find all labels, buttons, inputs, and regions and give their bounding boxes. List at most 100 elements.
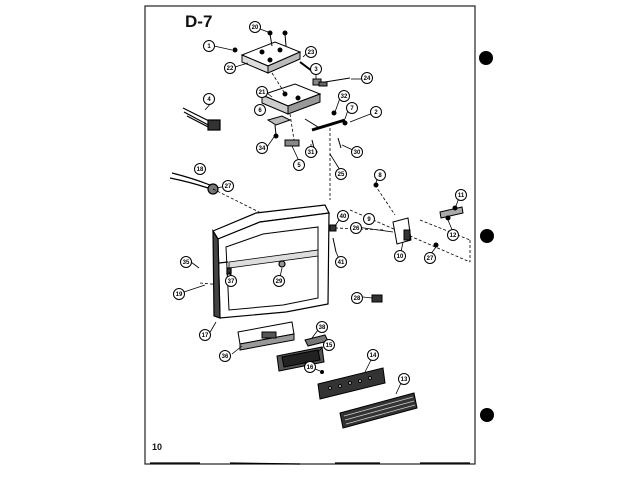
svg-text:20: 20 (252, 25, 259, 31)
svg-text:40: 40 (340, 214, 347, 220)
svg-text:14: 14 (370, 353, 377, 359)
svg-text:27: 27 (427, 256, 434, 262)
svg-text:36: 36 (222, 354, 229, 360)
svg-text:38: 38 (319, 325, 326, 331)
control-bracket (237, 321, 295, 351)
callout-24: 24 (361, 72, 373, 84)
hinge-rod (304, 77, 351, 132)
callout-12: 12 (447, 229, 459, 241)
callout-21: 21 (256, 86, 268, 98)
callout-32: 32 (338, 90, 350, 102)
callout-bubbles: 20 1 23 22 3 21 24 4 6 32 7 2 34 5 31 30… (173, 21, 467, 385)
wire-harness (182, 107, 221, 131)
callout-27-upper: 27 (222, 180, 234, 192)
svg-text:17: 17 (202, 333, 209, 339)
front-panel (317, 367, 386, 400)
svg-text:19: 19 (176, 292, 183, 298)
callout-6: 6 (254, 104, 266, 116)
svg-text:3: 3 (314, 67, 318, 73)
callout-1: 1 (203, 40, 215, 52)
svg-text:12: 12 (450, 233, 457, 239)
upper-screws (232, 30, 313, 72)
callout-23: 23 (305, 46, 317, 58)
svg-text:13: 13 (401, 377, 408, 383)
callout-14: 14 (367, 349, 379, 361)
callout-20: 20 (249, 21, 261, 33)
door-frame (212, 204, 330, 319)
svg-text:2: 2 (374, 110, 378, 116)
binder-hole-bottom (480, 408, 494, 422)
page-number: 10 (152, 442, 163, 452)
callout-8: 8 (374, 169, 386, 181)
svg-text:22: 22 (227, 66, 234, 72)
binder-hole-top (479, 51, 493, 65)
filter-screen (276, 346, 325, 372)
callout-31: 31 (305, 146, 317, 158)
page-frame (144, 5, 476, 465)
scan-edge-marks (150, 462, 470, 465)
svg-text:8: 8 (378, 173, 382, 179)
callout-2: 2 (370, 106, 382, 118)
svg-text:37: 37 (228, 279, 235, 285)
callout-27-lower: 27 (424, 252, 436, 264)
callout-22: 22 (224, 62, 236, 74)
svg-text:1: 1 (207, 44, 211, 50)
binder-hole-middle (480, 229, 494, 243)
callout-35: 35 (180, 256, 192, 268)
svg-text:16: 16 (307, 365, 314, 371)
callout-16: 16 (304, 361, 316, 373)
svg-text:26: 26 (353, 226, 360, 232)
svg-text:10: 10 (397, 254, 404, 260)
callout-40: 40 (337, 210, 349, 222)
svg-text:5: 5 (297, 163, 301, 169)
callout-11: 11 (455, 189, 467, 201)
svg-text:24: 24 (364, 76, 371, 82)
upper-hinge-bracket (240, 41, 302, 74)
callout-29: 29 (273, 275, 285, 287)
svg-text:9: 9 (367, 217, 371, 223)
svg-text:6: 6 (258, 108, 262, 114)
callout-9: 9 (363, 213, 375, 225)
callout-19: 19 (173, 288, 185, 300)
callout-38: 38 (316, 321, 328, 333)
callout-7: 7 (346, 102, 358, 114)
callout-36: 36 (219, 350, 231, 362)
svg-text:30: 30 (354, 150, 361, 156)
callout-28: 28 (351, 292, 363, 304)
callout-5: 5 (293, 159, 305, 171)
svg-text:32: 32 (341, 94, 348, 100)
diagram-title: D-7 (185, 12, 213, 31)
grille-screw (320, 370, 324, 374)
callout-37: 37 (225, 275, 237, 287)
louver-grille (339, 392, 418, 429)
callout-leaders (183, 28, 461, 395)
callout-25: 25 (335, 168, 347, 180)
svg-text:15: 15 (326, 343, 333, 349)
svg-text:7: 7 (350, 106, 354, 112)
callout-3: 3 (310, 63, 322, 75)
callout-18: 18 (194, 163, 206, 175)
lower-hinge-parts (266, 115, 342, 155)
callout-13: 13 (398, 373, 410, 385)
callout-30-upper: 30 (351, 146, 363, 158)
callout-4: 4 (203, 93, 215, 105)
svg-text:4: 4 (207, 97, 211, 103)
callout-10: 10 (394, 250, 406, 262)
power-cord (169, 172, 264, 215)
svg-text:28: 28 (354, 296, 361, 302)
svg-text:35: 35 (183, 260, 190, 266)
svg-text:31: 31 (308, 150, 315, 156)
svg-text:27: 27 (225, 184, 232, 190)
callout-17: 17 (199, 329, 211, 341)
svg-text:18: 18 (197, 167, 204, 173)
svg-text:41: 41 (338, 260, 345, 266)
callout-41: 41 (335, 256, 347, 268)
svg-text:11: 11 (458, 193, 465, 199)
svg-text:23: 23 (308, 50, 315, 56)
svg-text:34: 34 (259, 146, 266, 152)
latch-bracket (329, 182, 464, 303)
svg-text:25: 25 (338, 172, 345, 178)
svg-text:29: 29 (276, 279, 283, 285)
